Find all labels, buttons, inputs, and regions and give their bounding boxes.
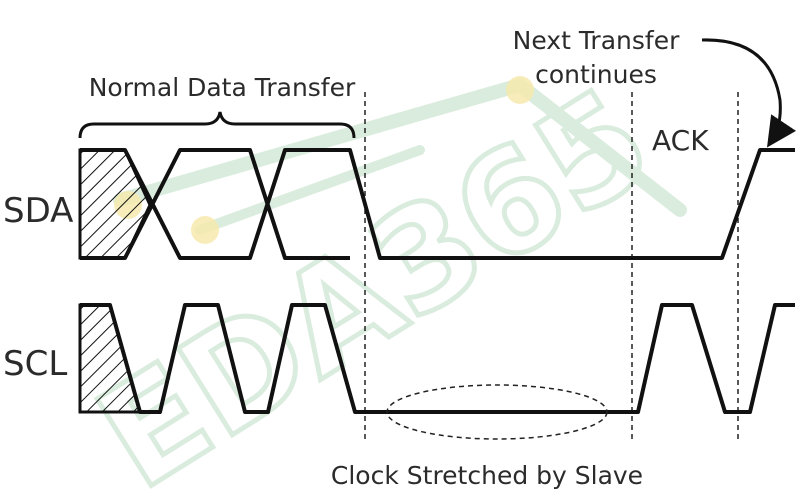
clock-stretch-ellipse: [386, 384, 608, 440]
normal-data-transfer-label: Normal Data Transfer: [89, 73, 356, 102]
ack-label: ACK: [652, 124, 709, 157]
scl-waveform: [80, 303, 795, 414]
next-transfer-label-line2: continues: [535, 60, 657, 89]
data-transfer-brace: [78, 111, 356, 139]
sda-label: SDA: [3, 191, 73, 231]
scl-label: SCL: [3, 344, 67, 384]
clock-stretched-label: Clock Stretched by Slave: [331, 461, 643, 490]
sda-waveform: [80, 148, 795, 260]
sda-undefined-region: [78, 148, 152, 260]
next-transfer-label-line1: Next Transfer: [513, 26, 680, 55]
next-transfer-arrow: [701, 38, 797, 148]
